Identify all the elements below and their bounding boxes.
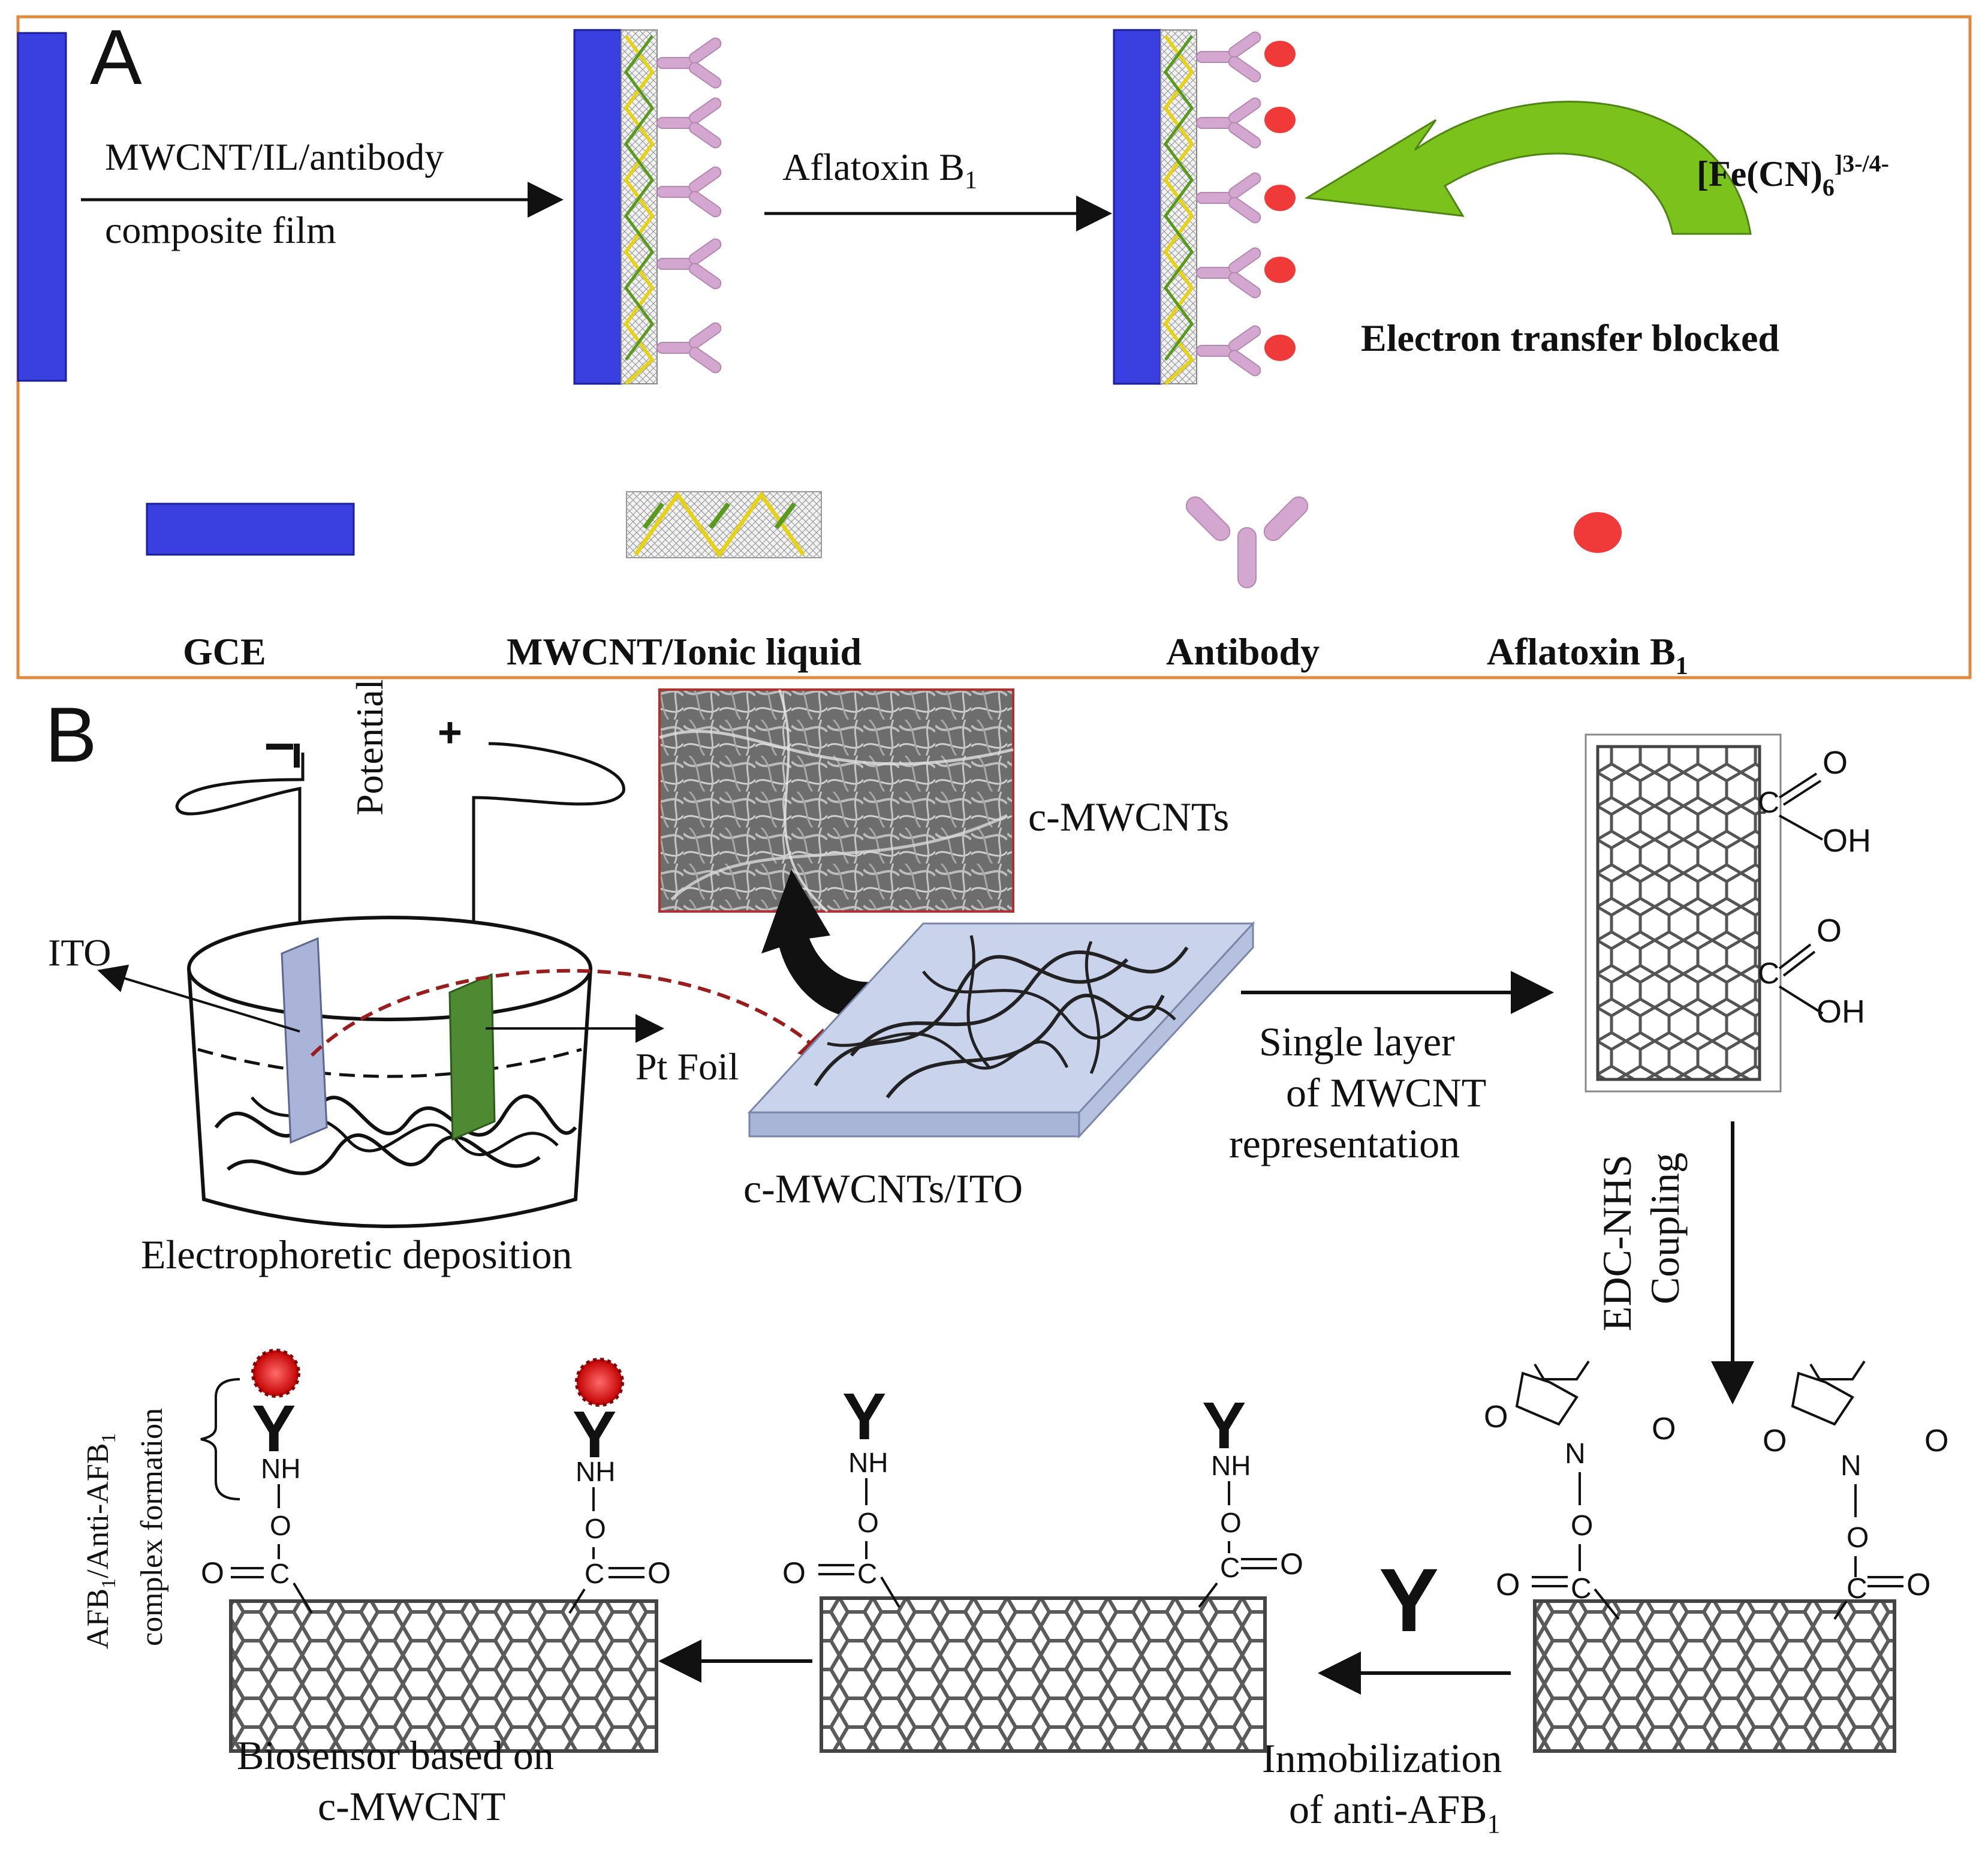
dashed-transfer-arrow bbox=[310, 968, 836, 1067]
svg-text:O: O bbox=[585, 1513, 606, 1544]
svg-text:O: O bbox=[270, 1510, 291, 1541]
legend-antibody-swatch bbox=[1185, 496, 1309, 588]
step2-label: Aflatoxin B1 bbox=[782, 146, 977, 194]
cooh1-o: O bbox=[1823, 745, 1848, 781]
pt-foil-plate bbox=[448, 973, 496, 1141]
edc-label: EDC-NHS bbox=[1594, 1154, 1640, 1331]
electrophoretic-cell: − + Potential ITO Pt Foil bbox=[48, 679, 836, 1228]
immobilization-antibody-glyph: Y bbox=[1379, 1550, 1439, 1650]
svg-text:NH: NH bbox=[261, 1453, 300, 1484]
blocked-label: Electron transfer blocked bbox=[1361, 317, 1779, 359]
redox-probe-label: [Fe(CN)6]3-/4- bbox=[1697, 150, 1889, 201]
legend-antibody-label: Antibody bbox=[1166, 630, 1320, 673]
svg-text:C: C bbox=[1847, 1573, 1867, 1605]
panel-a: A MWCNT/IL/antibody composite film Aflat… bbox=[16, 13, 1972, 680]
panel-b-letter: B bbox=[45, 691, 97, 778]
gce-electrode-bare bbox=[17, 32, 67, 382]
svg-text:Y: Y bbox=[842, 1380, 886, 1454]
panel-b: B − + Potential ITO bbox=[45, 679, 1948, 1839]
svg-text:O: O bbox=[857, 1507, 879, 1538]
potential-label: Potential bbox=[348, 679, 391, 816]
legend-mwcnt-label: MWCNT/Ionic liquid bbox=[507, 630, 862, 673]
modified-electrode-1 bbox=[573, 30, 724, 384]
svg-text:O: O bbox=[1496, 1568, 1520, 1602]
svg-text:O: O bbox=[1924, 1424, 1948, 1458]
cooh1-c: C bbox=[1758, 786, 1779, 819]
svg-text:O: O bbox=[647, 1556, 671, 1590]
pt-foil-label: Pt Foil bbox=[635, 1045, 739, 1088]
epd-label: Electrophoretic deposition bbox=[141, 1232, 572, 1277]
coupling-label: Coupling bbox=[1642, 1153, 1688, 1304]
cmwcnts-label: c-MWCNTs bbox=[1028, 794, 1229, 840]
svg-text:O: O bbox=[1220, 1507, 1242, 1538]
svg-text:C: C bbox=[857, 1558, 877, 1589]
svg-text:N: N bbox=[1841, 1450, 1862, 1482]
nhs-group-right: O O N O C O bbox=[1763, 1360, 1948, 1620]
cmwcnts-ito-slide bbox=[747, 921, 1255, 1139]
svg-text:NH: NH bbox=[848, 1447, 888, 1478]
svg-text:O: O bbox=[201, 1556, 224, 1590]
biosensor-label-1: Biosensor based on bbox=[237, 1732, 554, 1778]
modified-electrode-2 bbox=[1113, 30, 1296, 384]
svg-text:Y: Y bbox=[1202, 1389, 1246, 1463]
cooh2-c: C bbox=[1758, 956, 1779, 990]
step1-label-top: MWCNT/IL/antibody bbox=[105, 136, 444, 178]
biosensor-label-2: c-MWCNT bbox=[318, 1783, 505, 1829]
svg-text:C: C bbox=[585, 1558, 604, 1589]
svg-text:O: O bbox=[1652, 1412, 1676, 1446]
immobilization-label-2: of anti-AFB1 bbox=[1289, 1786, 1501, 1839]
svg-text:N: N bbox=[1565, 1438, 1586, 1470]
legend-gce-swatch bbox=[146, 503, 355, 556]
single-layer-line2: of MWCNT bbox=[1286, 1070, 1486, 1115]
green-curved-arrow bbox=[1304, 100, 1752, 235]
cmwcnts-ito-label: c-MWCNTs/ITO bbox=[743, 1166, 1023, 1211]
legend-aflatoxin-swatch bbox=[1574, 512, 1622, 553]
svg-text:O: O bbox=[1280, 1547, 1303, 1581]
svg-text:NH: NH bbox=[1211, 1450, 1251, 1481]
plus-terminal: + bbox=[438, 709, 462, 756]
legend-gce-label: GCE bbox=[183, 630, 266, 673]
svg-text:O: O bbox=[1847, 1522, 1869, 1554]
single-layer-line1: Single layer bbox=[1259, 1019, 1455, 1064]
svg-text:Y: Y bbox=[573, 1398, 616, 1472]
immobilization-label-1: Inmobilization bbox=[1262, 1735, 1502, 1781]
svg-text:C: C bbox=[1220, 1552, 1240, 1583]
nhs-ester-nanotube: O O N O C O O O N O bbox=[1484, 1360, 1948, 1753]
minus-terminal: − bbox=[264, 717, 296, 777]
legend-mwcnt-swatch bbox=[626, 491, 822, 559]
legend-aflatoxin-label: Aflatoxin B1 bbox=[1487, 630, 1688, 680]
antibody-nanotube: Y NH O C O Y NH O C O bbox=[782, 1380, 1303, 1753]
svg-text:O: O bbox=[1484, 1400, 1508, 1434]
svg-text:Y: Y bbox=[252, 1392, 296, 1466]
svg-text:O: O bbox=[782, 1556, 806, 1590]
svg-text:NH: NH bbox=[576, 1456, 615, 1487]
cooh2-o: O bbox=[1817, 913, 1842, 949]
ito-label: ITO bbox=[48, 931, 111, 974]
complex-label-1: AFB1/Anti-AFB1 bbox=[81, 1433, 120, 1649]
nhs-group-left: O O N O C O bbox=[1484, 1360, 1676, 1620]
complex-label-2: complex formation bbox=[135, 1408, 169, 1646]
svg-text:O: O bbox=[1906, 1568, 1930, 1602]
cooh2-oh: OH bbox=[1817, 994, 1865, 1030]
cooh1-oh: OH bbox=[1823, 823, 1871, 859]
single-layer-line3: representation bbox=[1229, 1121, 1460, 1166]
single-nanotube: C O OH C O OH bbox=[1585, 733, 1871, 1093]
ito-plate bbox=[281, 937, 328, 1144]
biosensor-nanotube: Y NH O C O Y NH O C O bbox=[200, 1349, 671, 1753]
svg-text:C: C bbox=[270, 1558, 290, 1589]
svg-text:O: O bbox=[1571, 1510, 1593, 1542]
sem-image bbox=[658, 688, 1014, 913]
step1-label-bottom: composite film bbox=[105, 209, 336, 251]
svg-text:C: C bbox=[1571, 1573, 1592, 1605]
panel-a-letter: A bbox=[90, 13, 142, 101]
svg-text:O: O bbox=[1763, 1424, 1787, 1458]
